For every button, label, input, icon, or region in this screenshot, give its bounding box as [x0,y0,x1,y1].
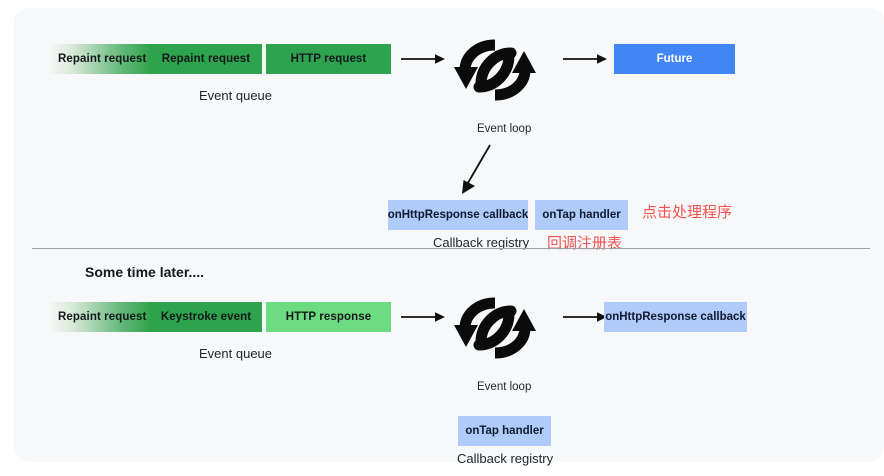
event-loop-label: Event loop [477,123,532,135]
arrow-right-icon [562,50,608,68]
annotation-click-handler: 点击处理程序 [642,204,733,221]
event-loop-label: Event loop [477,381,532,393]
event-queue-caption: Event queue [199,88,273,103]
arrow-right-icon [400,50,446,68]
arrow-right-icon [562,308,608,326]
event-queue-caption: Event queue [199,346,273,361]
callback-registry-item: onTap handler [458,416,551,446]
callback-registry-item: onTap handler [535,200,628,230]
diagram-card: Repaint request Repaint request HTTP req… [14,8,884,466]
annotation-callback-registry: 回调注册表 [547,235,623,252]
event-loop-icon [451,34,539,106]
future-box: Future [614,44,735,74]
arrow-right-icon [400,308,446,326]
event-loop-icon [451,292,539,364]
callback-output-box: onHttpResponse callback [604,302,747,332]
event-queue-item: HTTP response [266,302,391,332]
section-heading: Some time later.... [85,264,205,280]
event-queue-item: Keystroke event [150,302,262,332]
section-divider [32,248,870,249]
callback-registry-caption: Callback registry [457,451,554,466]
event-queue-item: Repaint request [150,44,262,74]
arrow-diagonal-down-left-icon [454,142,500,196]
callback-registry-item: onHttpResponse callback [388,200,528,230]
event-queue-item: Repaint request [48,44,156,74]
callback-registry-caption: Callback registry [433,235,530,250]
event-queue-item: HTTP request [266,44,391,74]
event-queue-item: Repaint request [48,302,156,332]
